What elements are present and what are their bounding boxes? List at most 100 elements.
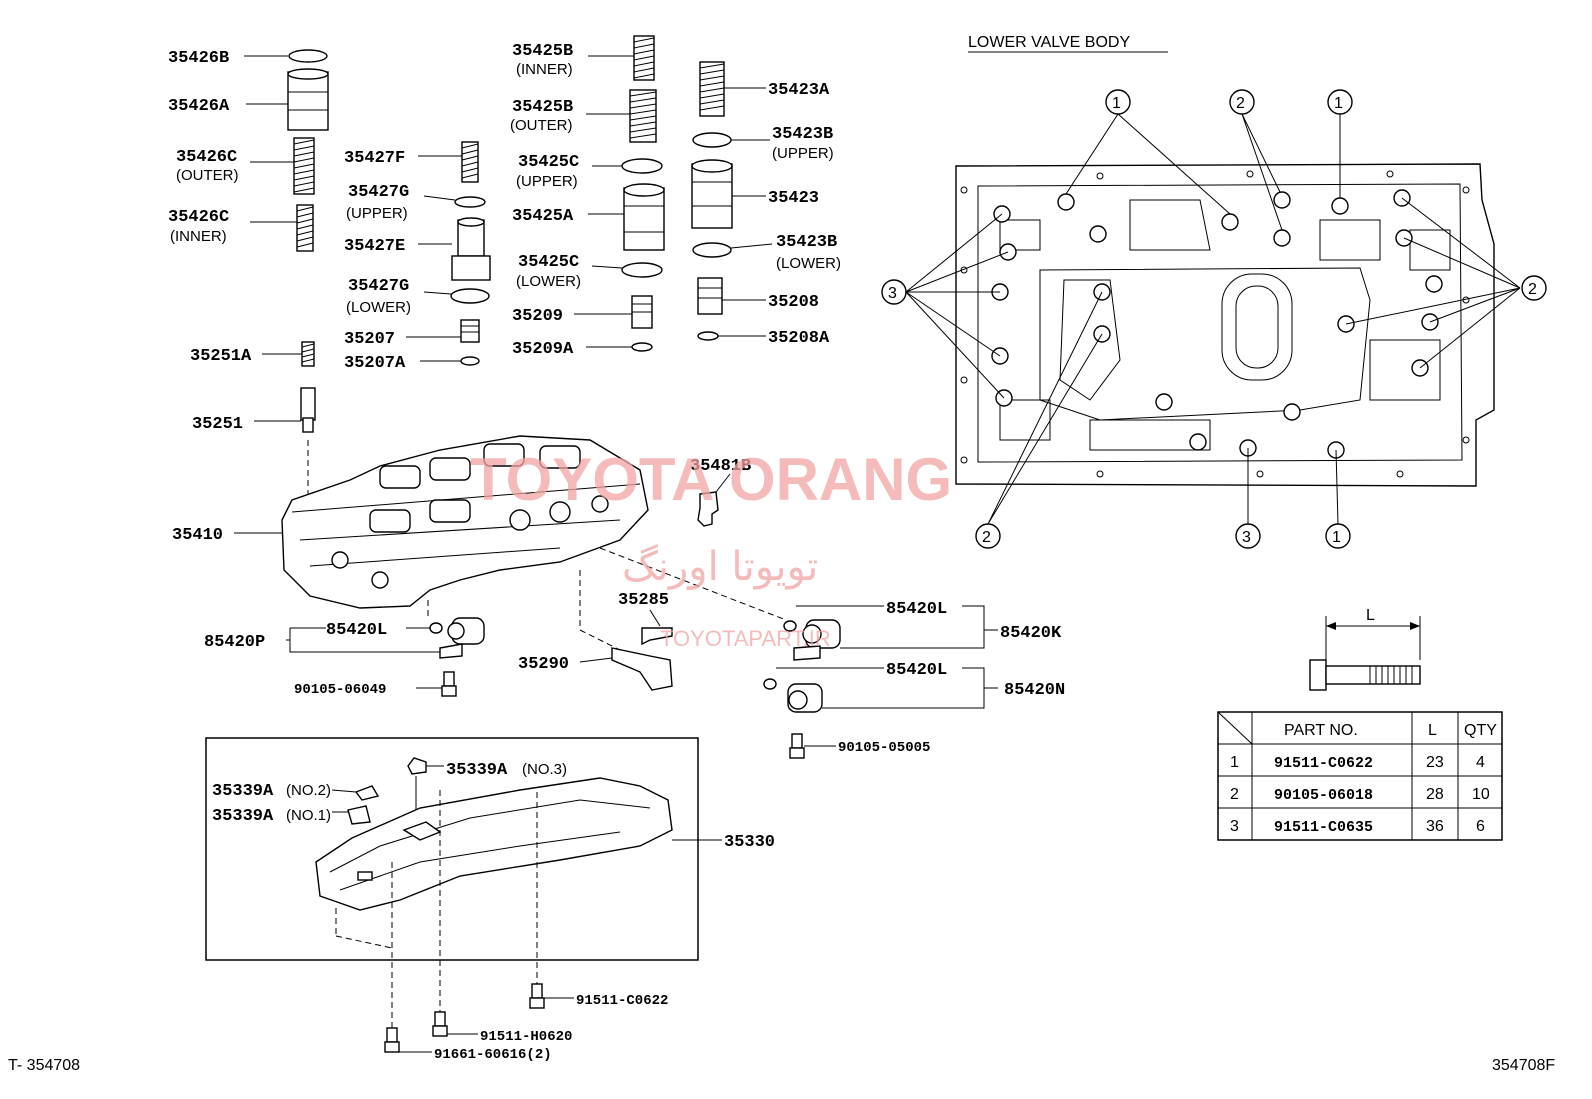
part-35330-strainer — [315, 777, 722, 949]
callout-top-2: 2 — [1229, 89, 1255, 115]
svg-text:1: 1 — [1112, 95, 1121, 112]
label-35425B-outer: 35425B — [512, 98, 573, 117]
label-35425B-inner-sub: (INNER) — [516, 61, 573, 78]
label-35423B-upper-sub: (UPPER) — [772, 145, 834, 162]
table-row-2-idx: 2 — [1230, 786, 1239, 803]
label-91511-H0620: 91511-H0620 — [480, 1029, 572, 1045]
svg-text:3: 3 — [888, 285, 897, 302]
label-35425B-inner: 35425B — [512, 42, 573, 61]
callout-top-1-a: 1 — [1105, 89, 1131, 115]
part-35426C-outer-spring — [250, 137, 315, 195]
part-35339A-no1 — [332, 805, 371, 825]
lower-body-bolts — [991, 189, 1443, 459]
label-35209A: 35209A — [512, 340, 574, 359]
part-35425C-lower-oring — [591, 262, 663, 278]
part-35425A-sleeve — [588, 183, 665, 251]
part-35426A-sleeve — [246, 68, 329, 131]
part-35427E-plug — [418, 217, 491, 281]
part-85420P-solenoid — [286, 600, 485, 659]
label-35426C-inner-sub: (INNER) — [170, 228, 227, 245]
part-35427G-lower-oring — [423, 288, 490, 304]
label-35426C-outer: 35426C — [176, 148, 237, 167]
watermark-persian: تویوتا اورنگ — [622, 544, 818, 590]
label-35207A: 35207A — [344, 354, 406, 373]
callout-bottom-1: 1 — [1325, 523, 1351, 549]
watermark-site: TOYOTAPART.IR — [660, 626, 831, 651]
label-35339A-no2-sub: (NO.2) — [286, 782, 331, 799]
part-35427G-upper-oring — [423, 195, 486, 208]
label-90105-05005: 90105-05005 — [838, 740, 930, 756]
lower-valve-body-title: LOWER VALVE BODY — [968, 34, 1130, 51]
label-35339A-no3-sub: (NO.3) — [522, 761, 567, 778]
label-35208A: 35208A — [768, 329, 830, 348]
label-90105-06049: 90105-06049 — [294, 682, 386, 698]
label-35427G-lower-sub: (LOWER) — [346, 299, 411, 316]
label-35339A-no3: 35339A — [446, 761, 508, 780]
table-row-3-qty: 6 — [1476, 818, 1485, 835]
part-91511-H0620-bolt — [432, 790, 478, 1037]
watermark-main: TOYOTA ORANG — [470, 446, 952, 513]
part-35251-valve — [254, 387, 316, 508]
label-35427F: 35427F — [344, 149, 405, 168]
part-35426C-inner-spring — [250, 204, 314, 252]
table-row-1-l: 23 — [1426, 754, 1444, 771]
label-35425C-upper: 35425C — [518, 153, 579, 172]
table-row-1-qty: 4 — [1476, 754, 1485, 771]
part-35425B-inner-spring — [588, 35, 655, 81]
svg-text:2: 2 — [1528, 281, 1537, 298]
footer-right-code: 354708F — [1492, 1057, 1555, 1074]
label-35423: 35423 — [768, 189, 819, 208]
label-35339A-no1: 35339A — [212, 807, 274, 826]
label-35285: 35285 — [618, 591, 669, 610]
label-35481B: 35481B — [690, 457, 751, 476]
part-35427F-spring — [418, 141, 479, 183]
label-85420L-b: 85420L — [886, 600, 947, 619]
label-35290: 35290 — [518, 655, 569, 674]
label-85420L-a: 85420L — [326, 621, 387, 640]
label-85420L-c: 85420L — [886, 661, 947, 680]
label-35208: 35208 — [768, 293, 819, 312]
label-35209: 35209 — [512, 307, 563, 326]
table-row-2-l: 28 — [1426, 786, 1444, 803]
label-35207: 35207 — [344, 330, 395, 349]
label-35427G-upper: 35427G — [348, 183, 409, 202]
callout-right-2: 2 — [1521, 275, 1547, 301]
callout-bottom-2: 2 — [975, 523, 1001, 549]
bolt-dimension-drawing — [1309, 616, 1421, 691]
bolt-table — [1217, 711, 1503, 841]
strainer-frame — [205, 737, 699, 961]
callout-left-3: 3 — [881, 279, 907, 305]
part-35208-plug — [697, 277, 766, 315]
part-90105-05005-bolt — [789, 733, 836, 759]
part-35208A-oring — [697, 331, 766, 341]
svg-text:3: 3 — [1242, 529, 1251, 546]
part-91511-C0622-bolt — [529, 792, 574, 1009]
valve-body-35410 — [234, 435, 649, 609]
label-35425B-outer-sub: (OUTER) — [510, 117, 573, 134]
label-85420P: 85420P — [204, 633, 265, 652]
table-row-2-qty: 10 — [1472, 786, 1490, 803]
part-35425B-outer-spring — [586, 89, 657, 143]
part-85420N-solenoid — [763, 667, 998, 713]
part-35209A-oring — [586, 342, 653, 352]
part-35290-sensor — [579, 570, 673, 691]
table-header-qty: QTY — [1464, 722, 1497, 739]
label-35427E: 35427E — [344, 237, 405, 256]
bolt-length-label: L — [1366, 607, 1375, 624]
table-row-3-l: 36 — [1426, 818, 1444, 835]
label-35426C-outer-sub: (OUTER) — [176, 167, 239, 184]
label-35426B: 35426B — [168, 49, 229, 68]
lower-valve-body-drawing — [955, 163, 1495, 487]
part-35423B-lower-oring — [692, 242, 773, 258]
svg-text:1: 1 — [1334, 95, 1343, 112]
part-35425C-upper-oring — [592, 158, 663, 174]
part-35423B-upper-oring — [692, 132, 770, 148]
part-35423-sleeve — [691, 159, 766, 229]
label-35423B-lower: 35423B — [776, 233, 837, 252]
label-35423B-upper: 35423B — [772, 125, 833, 144]
part-85420K-solenoid — [599, 547, 998, 661]
table-row-1-idx: 1 — [1230, 754, 1239, 771]
part-35207-plug — [406, 319, 480, 343]
label-85420K: 85420K — [1000, 624, 1062, 643]
